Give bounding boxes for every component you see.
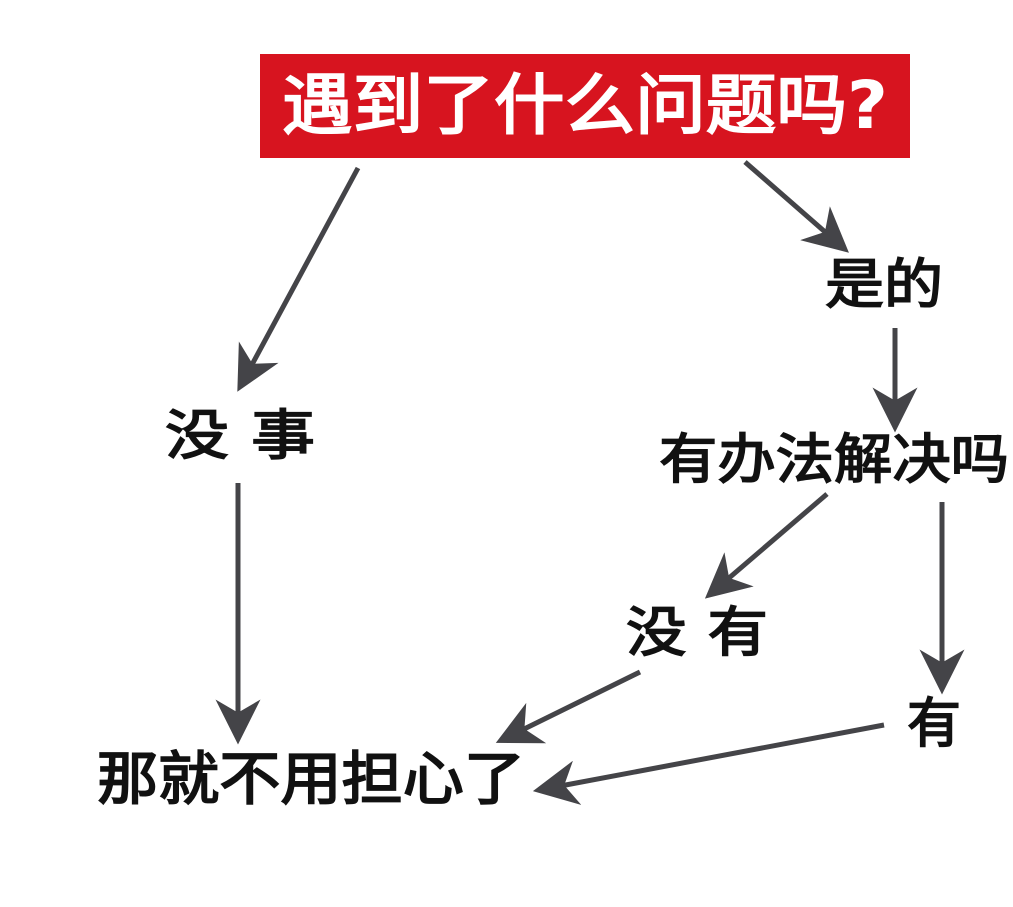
arrow-has-solution-to-no-worry <box>532 722 885 805</box>
arrow-no-solution-to-no-worry <box>495 669 642 744</box>
arrow-title-to-yes <box>743 160 849 253</box>
node-no-worry: 那就不用担心了 <box>97 745 525 813</box>
node-has-solution: 有 <box>907 692 961 755</box>
arrow-solvable-to-no-solution <box>704 492 829 599</box>
node-no-problem: 没 事 <box>165 404 315 467</box>
arrow-title-to-no-problem <box>237 166 361 392</box>
title-box <box>260 54 910 158</box>
node-yes: 是的 <box>825 253 943 316</box>
title-text: 遇到了什么问题吗? <box>282 67 888 144</box>
node-solvable: 有办法解决吗 <box>659 428 1009 491</box>
node-no-solution: 没 有 <box>626 601 768 664</box>
